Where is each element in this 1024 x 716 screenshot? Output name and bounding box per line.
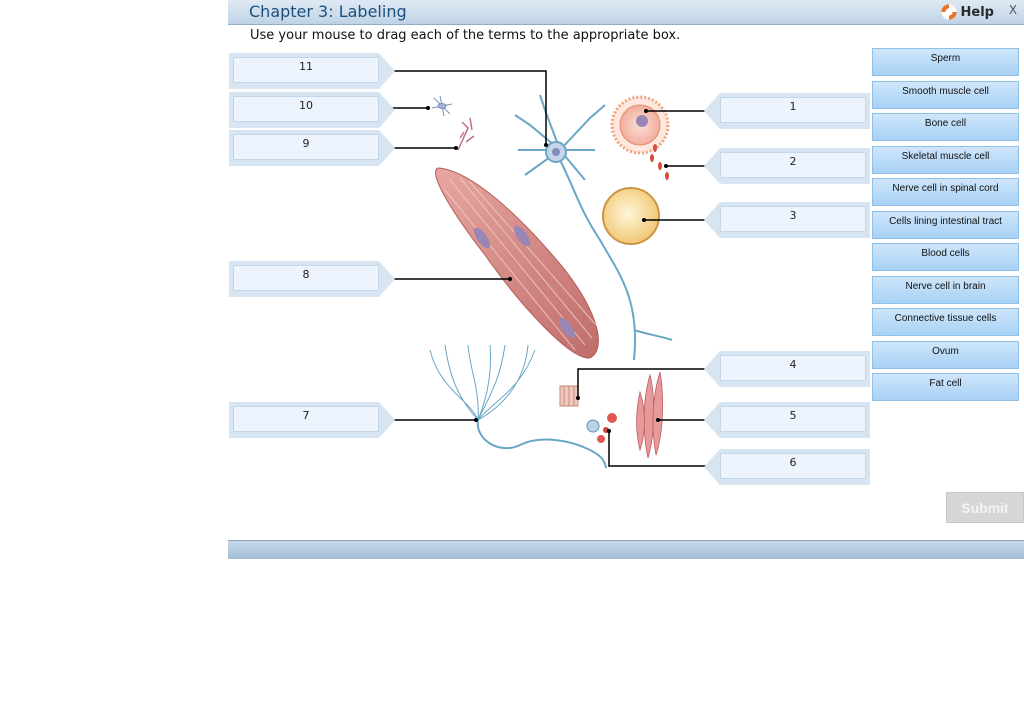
drop-slot-4[interactable]: 4 <box>704 351 870 387</box>
term-smooth-muscle-cell[interactable]: Smooth muscle cell <box>872 81 1019 109</box>
slot-number: 10 <box>233 96 379 122</box>
ovum-illustration <box>610 95 670 155</box>
sperm-illustration <box>650 144 669 180</box>
term-sperm[interactable]: Sperm <box>872 48 1019 76</box>
fat-cell-illustration <box>602 187 660 245</box>
slot-number: 7 <box>233 406 379 432</box>
header-bar: Chapter 3: Labeling Help X <box>228 0 1024 25</box>
lifebuoy-icon <box>940 4 957 20</box>
bone-cell-illustration <box>431 95 453 117</box>
term-blood-cells[interactable]: Blood cells <box>872 243 1019 271</box>
drop-slot-7[interactable]: 7 <box>229 402 395 438</box>
skeletal-muscle-illustration <box>435 167 599 359</box>
instructions-text: Use your mouse to drag each of the terms… <box>250 28 681 43</box>
footer-bar <box>228 540 1024 559</box>
slot-number: 2 <box>720 152 866 178</box>
leader-lines <box>390 70 710 467</box>
drop-slot-1[interactable]: 1 <box>704 93 870 129</box>
slot-number: 8 <box>233 265 379 291</box>
term-ovum[interactable]: Ovum <box>872 341 1019 369</box>
term-bone-cell[interactable]: Bone cell <box>872 113 1019 141</box>
drop-slot-9[interactable]: 9 <box>229 130 395 166</box>
term-nerve-cell-spinal-cord[interactable]: Nerve cell in spinal cord <box>872 178 1019 206</box>
smooth-muscle-illustration <box>636 371 664 459</box>
close-button[interactable]: X <box>1008 3 1018 17</box>
term-skeletal-muscle-cell[interactable]: Skeletal muscle cell <box>872 146 1019 174</box>
drop-slot-10[interactable]: 10 <box>229 92 395 128</box>
blood-cells-illustration <box>586 413 617 443</box>
slot-number: 9 <box>233 134 379 160</box>
help-button[interactable]: Help <box>940 2 994 22</box>
slot-number: 5 <box>720 406 866 432</box>
brain-nerve-illustration <box>429 344 607 469</box>
term-connective-tissue-cells[interactable]: Connective tissue cells <box>872 308 1019 336</box>
drop-slot-8[interactable]: 8 <box>229 261 395 297</box>
slot-number: 6 <box>720 453 866 479</box>
drop-slot-6[interactable]: 6 <box>704 449 870 485</box>
page-title: Chapter 3: Labeling <box>249 2 407 21</box>
spinal-nerve-illustration <box>514 94 673 361</box>
slot-number: 3 <box>720 206 866 232</box>
intestinal-cells-illustration <box>559 385 579 407</box>
drop-slot-11[interactable]: 11 <box>229 53 395 89</box>
connective-tissue-illustration <box>457 117 475 151</box>
slot-number: 11 <box>233 57 379 83</box>
drop-slot-5[interactable]: 5 <box>704 402 870 438</box>
submit-button[interactable]: Submit <box>946 492 1024 523</box>
drop-slot-3[interactable]: 3 <box>704 202 870 238</box>
help-label: Help <box>960 4 994 20</box>
slot-number: 4 <box>720 355 866 381</box>
term-cells-lining-intestinal-tract[interactable]: Cells lining intestinal tract <box>872 211 1019 239</box>
drop-slot-2[interactable]: 2 <box>704 148 870 184</box>
term-nerve-cell-brain[interactable]: Nerve cell in brain <box>872 276 1019 304</box>
slot-number: 1 <box>720 97 866 123</box>
term-fat-cell[interactable]: Fat cell <box>872 373 1019 401</box>
